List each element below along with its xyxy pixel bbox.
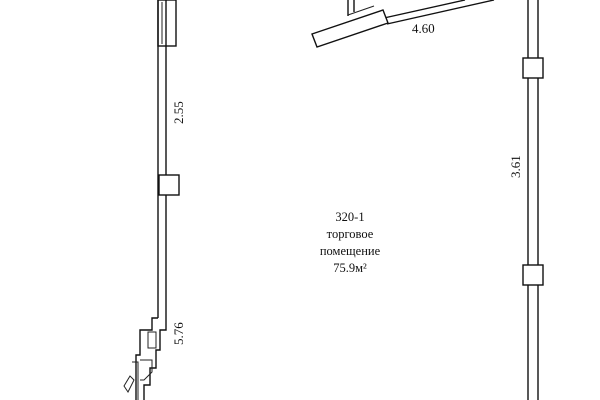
top-wall-slanted [311,0,495,48]
dimension-right-wall: 3.61 [508,155,523,178]
room-number: 320-1 [335,210,365,224]
room-area: 75.9м² [333,261,367,275]
dimension-top-wall: 4.60 [412,21,435,36]
room-name-line1: торговое [326,227,374,241]
dimension-left-wall-upper: 2.55 [171,101,186,124]
left-wall-lower-stepped [123,317,167,400]
room-label: 320-1 торговое помещение 75.9м² [290,209,410,277]
right-wall-column-upper [522,57,544,79]
dimension-left-wall-lower: 5.76 [171,322,186,345]
left-wall [157,0,177,318]
right-wall-column-lower [522,264,544,286]
room-name-line2: помещение [319,244,381,258]
left-wall-column [158,174,180,196]
